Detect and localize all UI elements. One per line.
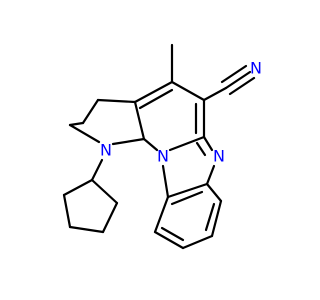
- bond-cyclopentyl-attach: [90, 158, 104, 182]
- bond-ring-n10-c7a: [142, 137, 159, 152]
- bond-ring-c3a-c4: [133, 80, 174, 104]
- bond-ring-c8-c9: [181, 234, 214, 250]
- atom-label-n-imidazole: N: [213, 147, 225, 166]
- bond-ring-c3a-c7a: [133, 100, 146, 141]
- bond-ring-c6a-c7: [205, 182, 223, 203]
- bond-ring-n10-c10a: [161, 164, 170, 199]
- bond-layer: [62, 43, 256, 250]
- bond-ring-c10a-c6a: [166, 182, 209, 199]
- bond-ring-c3-c2: [81, 98, 100, 125]
- molecule-structure-diagram: N N N N: [62, 43, 262, 250]
- bond-ring-c9-c10: [153, 230, 185, 250]
- bond-ring-n6-c6a: [205, 164, 216, 186]
- bond-ring-n-c7a: [111, 137, 146, 146]
- atom-label-n-nitrile: N: [250, 59, 262, 78]
- bond-nitrile-triple-b: [220, 64, 248, 84]
- bond-ring-c5a-n10: [168, 135, 206, 152]
- bond-ring-c7-c8: [210, 199, 223, 238]
- bond-ring-c9-c10-double: [160, 226, 185, 242]
- bond-cyclopentyl-c4-c5: [62, 193, 72, 229]
- bond-ring-c5a-n6: [202, 135, 214, 152]
- atom-label-n-bridgehead: N: [157, 147, 169, 166]
- bond-nitrile-single: [202, 86, 228, 102]
- bond-cyclopentyl-c5-c1: [62, 178, 94, 197]
- bond-cyclopentyl-c2-c3: [101, 201, 119, 234]
- bond-ring-c10-c10a: [153, 195, 170, 234]
- bond-cyclopentyl-c3-c4: [68, 225, 105, 234]
- bond-ring-c10a-c6a-double: [170, 190, 204, 206]
- bond-ring-c2-c1: [68, 121, 85, 127]
- bond-ring-c1-n: [68, 123, 101, 144]
- bond-ring-c4-c5: [170, 80, 206, 102]
- bond-nitrile-triple-a: [224, 70, 252, 90]
- bond-ring-c3a-c3: [96, 98, 137, 104]
- bond-nitrile-triple-c: [228, 76, 256, 96]
- atom-label-n-pyrrolidine: N: [100, 141, 112, 160]
- bond-cyclopentyl-c1-c2: [90, 178, 119, 205]
- bond-ring-c3a-c4-double: [138, 88, 174, 110]
- bond-ring-c7-c8-double: [204, 202, 216, 232]
- atom-label-layer: N N N N: [100, 59, 262, 166]
- bond-ring-c5a-n6-double: [195, 141, 207, 157]
